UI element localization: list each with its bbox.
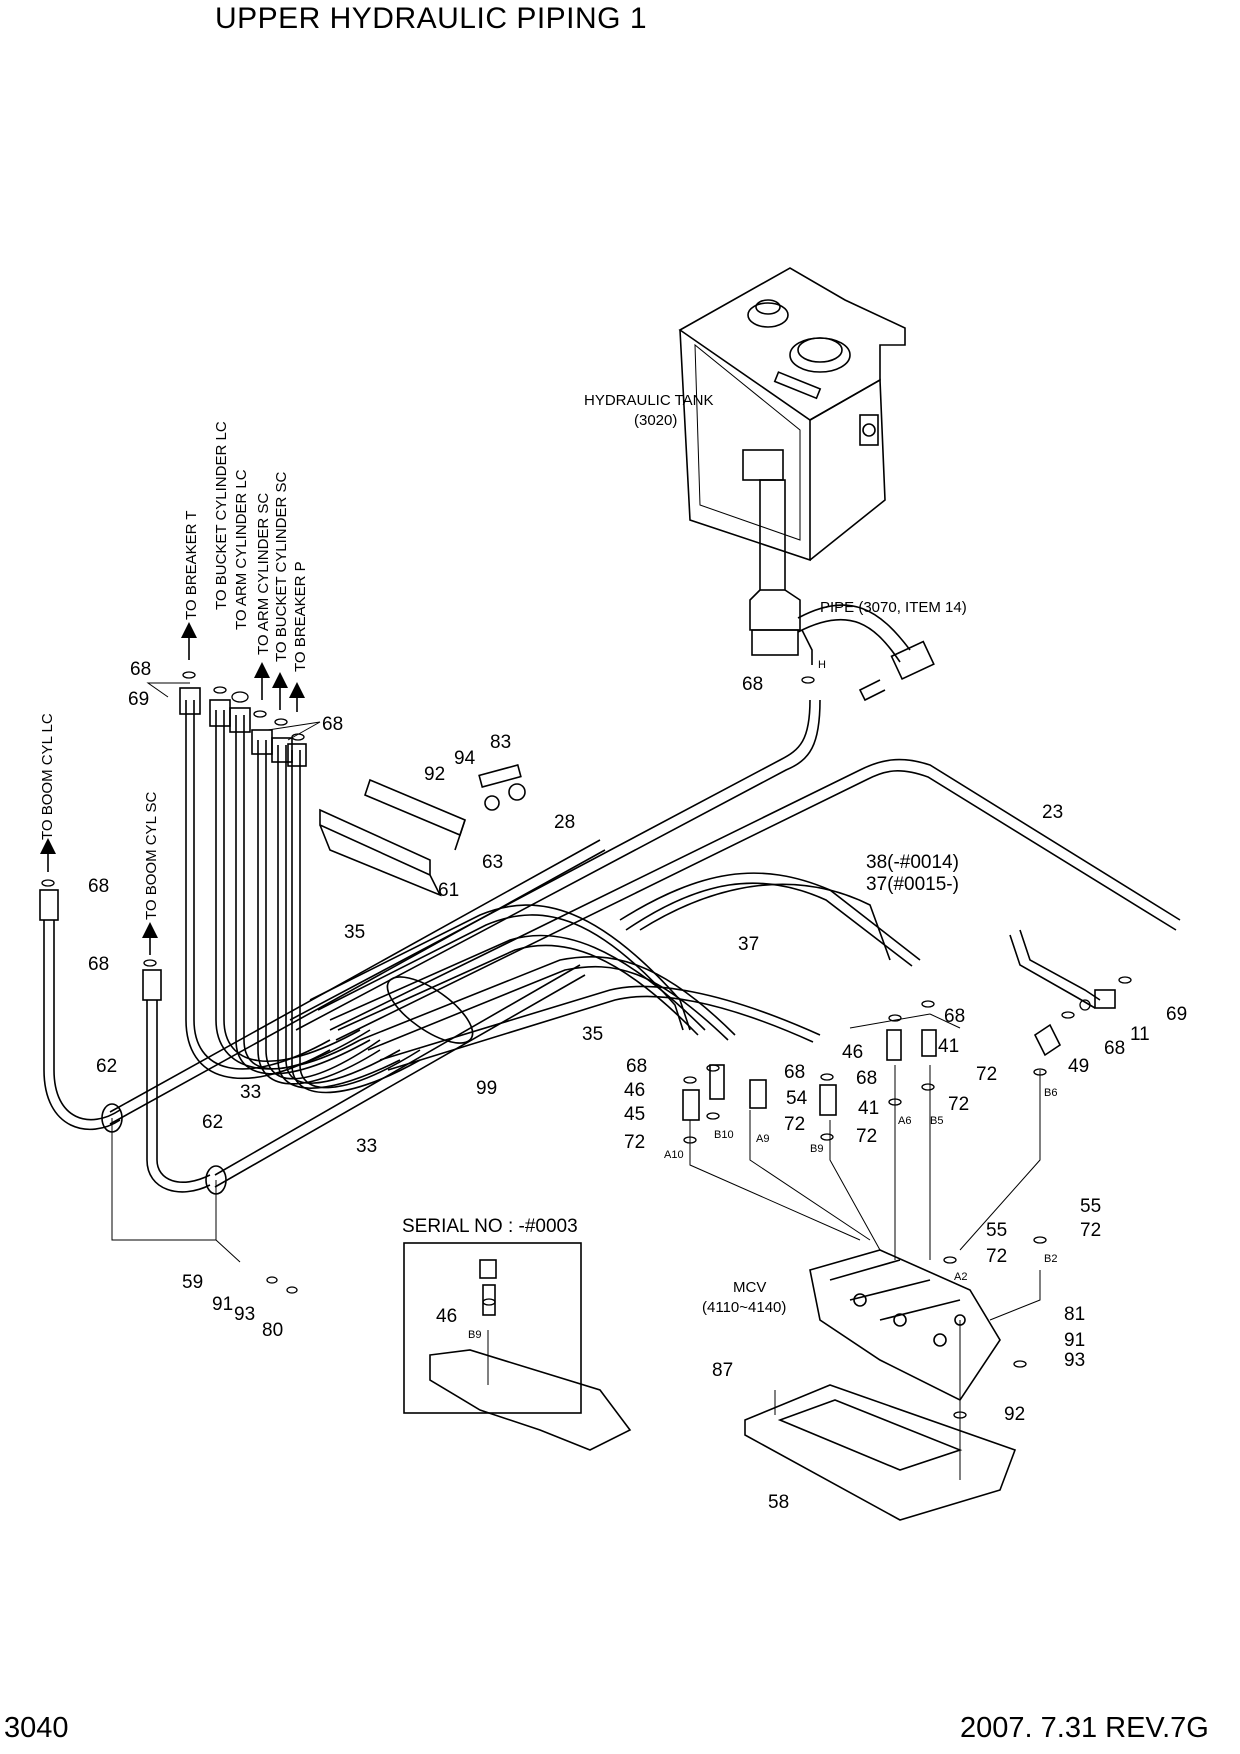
part-59: 59	[182, 1272, 203, 1293]
part-69: 69	[128, 689, 149, 710]
part-68: 68	[130, 659, 151, 680]
part-63: 63	[482, 852, 503, 873]
dest-boom-cyl-lc: TO BOOM CYL LC	[39, 713, 56, 840]
serial-note-label: SERIAL NO : -#0003	[402, 1216, 578, 1237]
part-55: 55	[1080, 1196, 1101, 1217]
part-35: 35	[344, 922, 365, 943]
page-title: UPPER HYDRAULIC PIPING 1	[214, 2, 648, 35]
part-46: 46	[842, 1042, 863, 1063]
part-72: 72	[784, 1114, 805, 1135]
part-68: 68	[88, 876, 109, 897]
dest-breaker-t: TO BREAKER T	[183, 511, 200, 620]
dest-arm-sc: TO ARM CYLINDER SC	[255, 493, 272, 655]
part-68: 68	[784, 1062, 805, 1083]
part-68: 68	[742, 674, 763, 695]
port-b6: B6	[1044, 1087, 1057, 1099]
part-94: 94	[454, 748, 476, 769]
part-62: 62	[96, 1056, 117, 1077]
revision-date: 2007. 7.31 REV.7G	[960, 1712, 1209, 1744]
tank-name-label: HYDRAULIC TANK	[584, 392, 713, 409]
port-b5: B5	[930, 1115, 943, 1127]
part-72: 72	[948, 1094, 969, 1115]
dest-boom-cyl-sc: TO BOOM CYL SC	[143, 791, 160, 920]
part-69: 69	[1166, 1004, 1187, 1025]
part-46: 46	[436, 1306, 457, 1327]
part-58: 58	[768, 1492, 789, 1513]
part-99: 99	[476, 1078, 497, 1099]
part-49: 49	[1068, 1056, 1089, 1077]
port-a9: A9	[756, 1133, 769, 1145]
part-37-note: 37(#0015-)	[866, 874, 959, 895]
clamp-assembly	[319, 764, 526, 897]
part-68: 68	[1104, 1038, 1125, 1059]
part-33: 33	[356, 1136, 377, 1157]
part-38-note: 38(-#0014)	[866, 852, 959, 873]
part-83: 83	[490, 732, 511, 753]
part-11: 11	[1130, 1024, 1150, 1045]
part-72: 72	[624, 1132, 645, 1153]
port-a2: A2	[954, 1271, 967, 1283]
port-b9: B9	[810, 1143, 823, 1155]
pipe-ref-label: PIPE (3070, ITEM 14)	[820, 599, 967, 616]
part-41: 41	[858, 1098, 879, 1119]
vertical-hoses	[179, 687, 421, 1094]
port-b9-inset: B9	[468, 1329, 481, 1341]
labels: HYDRAULIC TANK (3020) PIPE (3070, ITEM 1…	[39, 392, 1187, 1513]
main-control-valve	[744, 1249, 1017, 1521]
part-72: 72	[986, 1246, 1007, 1267]
mcv-name-label: MCV	[733, 1279, 766, 1296]
part-55: 55	[986, 1220, 1007, 1241]
part-23: 23	[1042, 802, 1063, 823]
part-72: 72	[856, 1126, 877, 1147]
part-54: 54	[786, 1088, 808, 1109]
page-number: 3040	[4, 1712, 69, 1744]
mcv-fittings	[682, 1023, 1062, 1121]
port-b2: B2	[1044, 1253, 1057, 1265]
destination-arrows	[40, 622, 305, 955]
dest-breaker-p: TO BREAKER P	[292, 561, 309, 672]
part-45: 45	[624, 1104, 645, 1125]
hydraulic-tank	[678, 267, 935, 702]
part-37: 37	[738, 934, 759, 955]
dest-bucket-lc: TO BUCKET CYLINDER LC	[213, 421, 230, 610]
port-a6: A6	[898, 1115, 911, 1127]
part-46: 46	[624, 1080, 645, 1101]
dest-arm-lc: TO ARM CYLINDER LC	[233, 469, 250, 630]
part-80: 80	[262, 1320, 283, 1341]
port-a10: A10	[664, 1149, 684, 1161]
long-pipes	[109, 699, 1181, 1188]
part-91: 91	[1064, 1330, 1085, 1351]
dest-bucket-sc: TO BUCKET CYLINDER SC	[273, 472, 290, 662]
part-91: 91	[212, 1294, 233, 1315]
part-28: 28	[554, 812, 575, 833]
part-72: 72	[1080, 1220, 1101, 1241]
part-81: 81	[1064, 1304, 1085, 1325]
part-72: 72	[976, 1064, 997, 1085]
part-68: 68	[626, 1056, 647, 1077]
port-h-label: H	[818, 659, 826, 671]
leader-lines	[111, 682, 1041, 1480]
part-92: 92	[1004, 1404, 1025, 1425]
mcv-ref-label: (4110~4140)	[702, 1299, 786, 1316]
part-33: 33	[240, 1082, 261, 1103]
part-62: 62	[202, 1112, 223, 1133]
port-b10: B10	[714, 1129, 734, 1141]
part-92: 92	[424, 764, 445, 785]
part-93: 93	[1064, 1350, 1085, 1371]
part-61: 61	[438, 880, 459, 901]
part-68: 68	[856, 1068, 877, 1089]
part-41: 41	[938, 1036, 959, 1057]
part-87: 87	[712, 1360, 733, 1381]
tank-ref-label: (3020)	[634, 412, 677, 429]
part-68: 68	[322, 714, 343, 735]
part-68: 68	[944, 1006, 965, 1027]
serial-inset-box	[403, 1242, 632, 1451]
part-35: 35	[582, 1024, 603, 1045]
part-93: 93	[234, 1304, 255, 1325]
part-68: 68	[88, 954, 109, 975]
o-rings	[41, 671, 1132, 1419]
